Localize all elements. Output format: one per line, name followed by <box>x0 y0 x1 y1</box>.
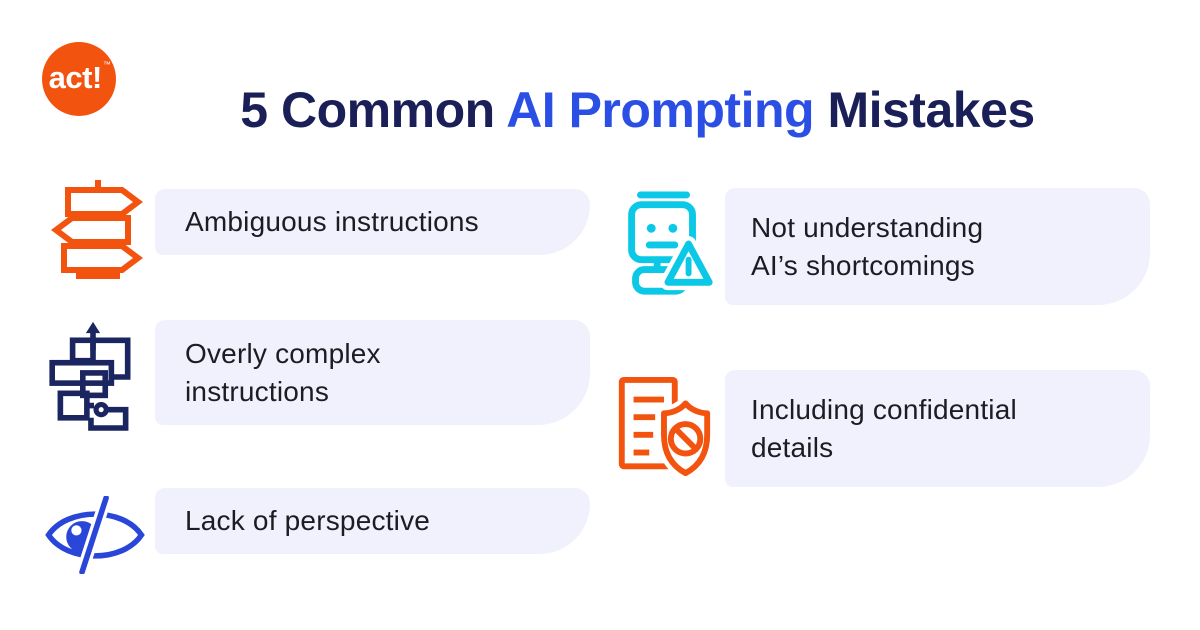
mistake-card-shortcomings: Not understanding AI’s shortcomings <box>725 188 1150 305</box>
mistake-card-complex: Overly complex instructions <box>155 320 590 425</box>
mistake-label: Including confidential details <box>751 393 1017 463</box>
title-suffix: Mistakes <box>814 81 1035 138</box>
mistake-card-confidential: Including confidential details <box>725 370 1150 487</box>
document-shield-icon <box>606 374 720 480</box>
mistake-label: Ambiguous instructions <box>185 206 479 238</box>
page-title: 5 Common AI Prompting Mistakes <box>130 81 1145 139</box>
act-logo-text: act!™ <box>48 59 111 96</box>
trademark-mark: ™ <box>102 59 111 69</box>
signpost-icon <box>46 176 150 280</box>
title-highlight: AI Prompting <box>506 81 815 138</box>
act-logo: act!™ <box>42 42 116 116</box>
eye-slash-icon <box>38 496 152 574</box>
mistake-label: Overly complex instructions <box>185 337 381 407</box>
title-prefix: 5 Common <box>240 81 507 138</box>
act-logo-wordmark: act! <box>48 60 103 95</box>
mistake-card-ambiguous: Ambiguous instructions <box>155 189 590 255</box>
maze-icon <box>42 318 144 436</box>
robot-warning-icon <box>610 182 720 306</box>
mistake-label: Lack of perspective <box>185 505 431 537</box>
mistake-label: Not understanding AI’s shortcomings <box>751 211 984 281</box>
mistake-card-perspective: Lack of perspective <box>155 488 590 554</box>
